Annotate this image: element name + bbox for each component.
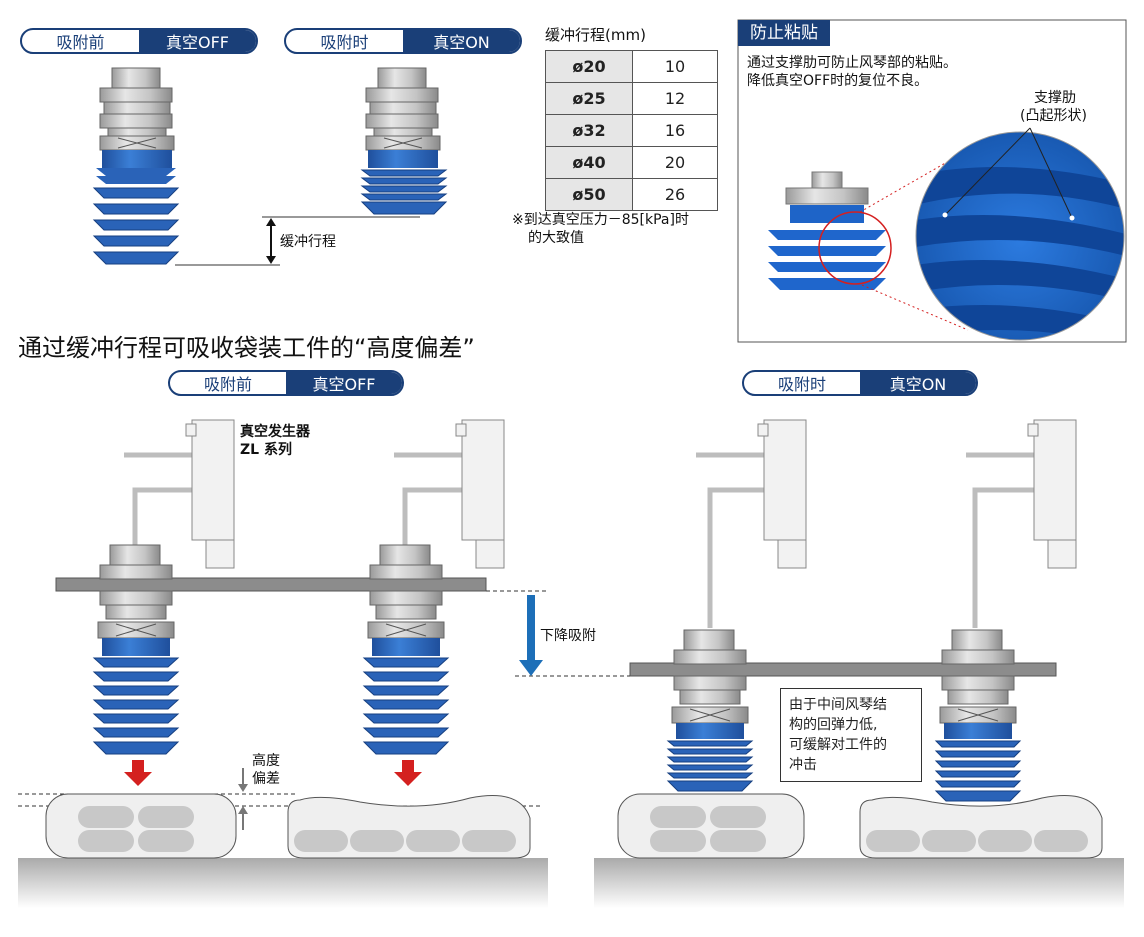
state-pill-before-top: 吸附前 真空OFF xyxy=(20,28,258,54)
bag-workpiece-left xyxy=(45,793,237,859)
rib-label-2: (凸起形状) xyxy=(1020,108,1087,124)
pad-compressed-top xyxy=(360,67,448,215)
descend-arrow xyxy=(527,595,535,660)
generator-label-1: 真空发生器 xyxy=(240,424,310,440)
note-line: 可缓解对工件的 xyxy=(789,737,887,753)
pill-right: 真空ON xyxy=(403,30,520,52)
vacuum-generator xyxy=(185,419,1077,569)
floor-left xyxy=(18,858,548,908)
cushion-note: 由于中间风琴结 构的回弹力低, 可缓解对工件的 冲击 xyxy=(780,688,922,782)
value-cell: 12 xyxy=(632,82,718,115)
bag-workpiece-right-3 xyxy=(859,795,1103,859)
pill-left: 吸附前 xyxy=(203,375,252,394)
height-label-2: 偏差 xyxy=(252,771,280,787)
bag-workpiece-right-2 xyxy=(617,793,805,859)
size-cell: ø25 xyxy=(545,82,633,115)
footnote-line2: 的大致值 xyxy=(528,230,584,246)
generator-label-2: ZL 系列 xyxy=(240,442,292,458)
value-cell: 16 xyxy=(632,114,718,147)
anti-stick-frame xyxy=(737,19,1127,343)
state-pill-during-top: 吸附时 真空ON xyxy=(284,28,522,54)
pill-right: 真空ON xyxy=(860,372,976,394)
mount-plate-right xyxy=(629,662,1057,677)
height-label-1: 高度 xyxy=(252,753,280,769)
pad-bottom-1 xyxy=(92,544,180,755)
pad-bottom-2 xyxy=(362,544,450,755)
pill-right: 真空OFF xyxy=(139,30,256,52)
state-pill-before: 吸附前 真空OFF xyxy=(168,370,404,396)
pill-left: 吸附前 xyxy=(56,33,105,52)
stroke-label: 缓冲行程 xyxy=(280,234,336,250)
footnote-line1: ※到达真空压力－85[kPa]时 xyxy=(512,212,689,228)
pill-left: 吸附时 xyxy=(777,375,826,394)
pill-left: 吸附时 xyxy=(320,33,369,52)
rib-label-1: 支撑肋 xyxy=(1034,90,1076,106)
note-line: 构的回弹力低, xyxy=(789,717,878,733)
red-arrow-2 xyxy=(394,760,422,786)
pill-right: 真空OFF xyxy=(286,372,402,394)
pad-bottom-3 xyxy=(666,629,754,792)
page-title: 通过缓冲行程可吸收袋装工件的“高度偏差” xyxy=(18,334,475,362)
rib-leader-2 xyxy=(1029,127,1073,219)
descend-label: 下降吸附 xyxy=(540,628,596,644)
pad-bottom-4 xyxy=(934,629,1022,802)
anti-stick-desc-1: 通过支撑肋可防止风琴部的粘贴。 xyxy=(747,55,957,71)
anti-stick-desc-2: 降低真空OFF时的复位不良。 xyxy=(747,73,929,89)
size-cell: ø50 xyxy=(545,178,633,211)
floor-right xyxy=(594,858,1124,908)
value-cell: 20 xyxy=(632,146,718,179)
stroke-table-caption: 缓冲行程(mm) xyxy=(545,26,646,44)
size-cell: ø32 xyxy=(545,114,633,147)
note-line: 由于中间风琴结 xyxy=(789,697,887,713)
note-line: 冲击 xyxy=(789,757,817,773)
bag-workpiece-right xyxy=(287,795,531,859)
small-pad-photo xyxy=(768,171,892,290)
size-cell: ø40 xyxy=(545,146,633,179)
anti-stick-title: 防止粘贴 xyxy=(738,20,830,46)
size-cell: ø20 xyxy=(545,50,633,83)
mount-plate-left xyxy=(55,577,487,592)
red-arrow-1 xyxy=(124,760,152,786)
value-cell: 10 xyxy=(632,50,718,83)
zoom-circle xyxy=(915,131,1125,341)
value-cell: 26 xyxy=(632,178,718,211)
state-pill-during: 吸附时 真空ON xyxy=(742,370,978,396)
rib-leader-1 xyxy=(944,127,1031,216)
pad-extended-top xyxy=(92,67,180,265)
